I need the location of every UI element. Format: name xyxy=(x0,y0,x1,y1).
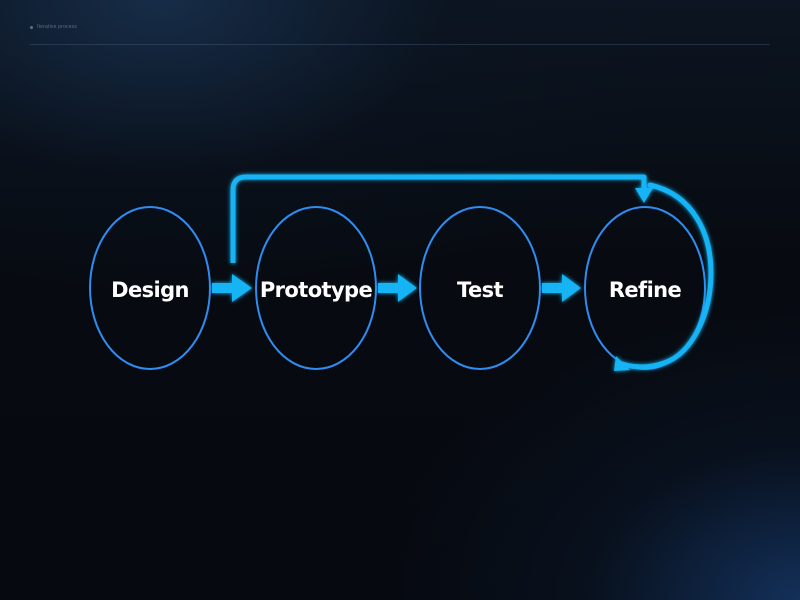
feedback-loop-path xyxy=(230,174,647,263)
node-design: Design xyxy=(89,206,211,370)
node-prototype-label: Prototype xyxy=(260,278,373,302)
node-prototype: Prototype xyxy=(255,206,377,370)
node-test-label: Test xyxy=(457,278,503,302)
node-prototype-circle xyxy=(255,206,377,370)
node-test: Test xyxy=(419,206,541,370)
dot-icon xyxy=(30,25,33,29)
refine-return-arc xyxy=(619,182,714,370)
header: Iterative process xyxy=(30,24,77,30)
node-design-circle xyxy=(89,206,211,370)
feedback-loop-arrowhead xyxy=(635,188,653,203)
node-design-label: Design xyxy=(111,278,189,302)
arrow-design-to-prototype xyxy=(212,274,252,302)
header-divider xyxy=(30,44,770,45)
node-test-circle xyxy=(419,206,541,370)
feedback-loop-arrow xyxy=(230,174,714,371)
header-label: Iterative process xyxy=(37,24,78,30)
refine-return-arrowhead xyxy=(614,356,630,371)
arrow-test-to-refine xyxy=(542,274,581,302)
node-refine-label: Refine xyxy=(609,278,682,302)
arrow-prototype-to-test xyxy=(378,274,417,302)
